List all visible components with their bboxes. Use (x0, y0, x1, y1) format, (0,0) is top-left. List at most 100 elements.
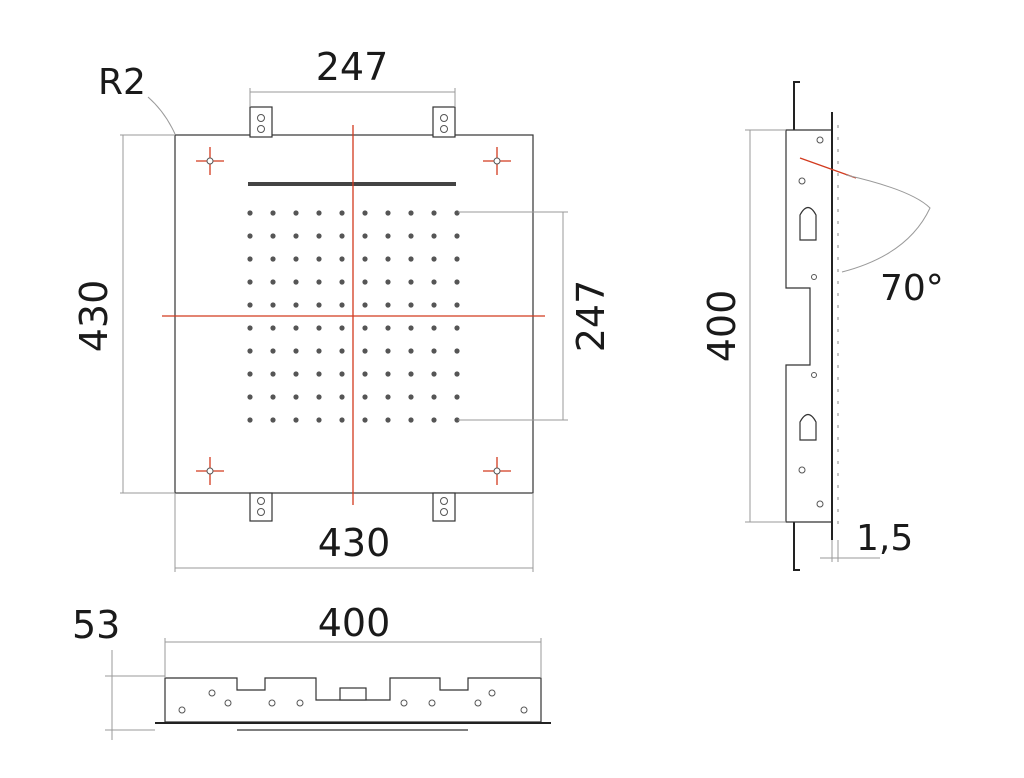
nozzle-dot (408, 417, 414, 423)
nozzle-dot (270, 302, 276, 308)
nozzle-dot (293, 371, 299, 377)
nozzle-dot (316, 302, 322, 308)
flange-bottom (793, 522, 800, 571)
nozzle-dot (316, 256, 322, 262)
nozzle-dot (293, 302, 299, 308)
thickness-label: 1,5 (856, 518, 913, 559)
nozzle-dot (431, 233, 437, 239)
nozzle-dot (385, 233, 391, 239)
nozzle-dot (316, 210, 322, 216)
nozzle-dot (385, 394, 391, 400)
nozzle-dot (408, 210, 414, 216)
nozzle-dot (454, 417, 460, 423)
nozzle-dot (408, 325, 414, 331)
nozzle-dot (454, 371, 460, 377)
nozzle-dot (408, 233, 414, 239)
nozzle-dot (339, 348, 345, 354)
nozzle-dot (362, 233, 368, 239)
slot-bottom (799, 413, 817, 441)
nozzle-dot (362, 210, 368, 216)
nozzle-dot (247, 256, 253, 262)
nozzle-dot (362, 256, 368, 262)
flange-top (793, 81, 800, 130)
nozzle-dot (339, 256, 345, 262)
nozzle-dot (362, 417, 368, 423)
nozzle-dot (316, 417, 322, 423)
nozzle-field-label: 247 (569, 280, 613, 353)
nozzle-dot (454, 210, 460, 216)
side-height-label: 400 (700, 290, 744, 363)
nozzle-dot (431, 417, 437, 423)
nozzle-dot (454, 325, 460, 331)
nozzle-dot (339, 394, 345, 400)
nozzle-dot (270, 210, 276, 216)
nozzle-dot (270, 394, 276, 400)
nozzle-dot (431, 394, 437, 400)
nozzle-dot (247, 233, 253, 239)
nozzle-dot (362, 325, 368, 331)
nozzle-dot (247, 302, 253, 308)
nozzle-dot (431, 256, 437, 262)
top-width-label: 247 (316, 45, 389, 89)
nozzle-dot (362, 279, 368, 285)
bottom-width-label: 430 (318, 521, 391, 565)
nozzle-dot (385, 348, 391, 354)
bottom-view: 400 53 (72, 601, 551, 740)
bottom-holes (178, 689, 528, 714)
bottom-hole (296, 699, 304, 707)
nozzle-dot (385, 371, 391, 377)
spray-bar (248, 182, 456, 186)
angle-arc (841, 174, 931, 273)
nozzle-dot (247, 371, 253, 377)
nozzle-dot (408, 256, 414, 262)
crosshair-top-right (483, 147, 511, 175)
angle-label: 70° (880, 268, 944, 309)
side-holes (798, 136, 824, 508)
nozzle-dot (408, 371, 414, 377)
nozzle-dot (431, 325, 437, 331)
nozzle-dot (339, 279, 345, 285)
nozzle-dot (385, 325, 391, 331)
nozzle-dot (454, 394, 460, 400)
nozzle-dot (385, 417, 391, 423)
nozzle-dot (270, 233, 276, 239)
nozzle-dot (431, 348, 437, 354)
nozzle-dot (293, 233, 299, 239)
nozzle-dot (362, 394, 368, 400)
nozzle-dot (247, 210, 253, 216)
nozzle-dot (270, 325, 276, 331)
nozzle-dot (454, 233, 460, 239)
nozzle-dot (316, 371, 322, 377)
bottom-hole (208, 689, 216, 697)
tab-bottom-left (249, 492, 273, 522)
crosshair-top-left (196, 147, 224, 175)
nozzle-dot (270, 417, 276, 423)
nozzle-dot (247, 325, 253, 331)
radius-label: R2 (98, 62, 146, 103)
corner-crosshairs (196, 147, 511, 485)
nozzle-dot (339, 210, 345, 216)
nozzle-dot (339, 371, 345, 377)
nozzle-dot (293, 256, 299, 262)
nozzle-dot (454, 256, 460, 262)
bottom-center-tab (339, 687, 367, 701)
bottom-hole (428, 699, 436, 707)
nozzle-dot (339, 325, 345, 331)
bottom-hole (400, 699, 408, 707)
bottom-hole (520, 706, 528, 714)
nozzle-dot (316, 394, 322, 400)
nozzle-dot (270, 279, 276, 285)
nozzle-dot (293, 394, 299, 400)
nozzle-dot (431, 279, 437, 285)
nozzle-dot (431, 371, 437, 377)
nozzle-dot (293, 325, 299, 331)
nozzle-dot (408, 302, 414, 308)
nozzle-dot (339, 302, 345, 308)
nozzle-dot (362, 302, 368, 308)
nozzle-dot (293, 348, 299, 354)
bottom-hole (268, 699, 276, 707)
nozzle-dot (339, 233, 345, 239)
nozzle-dot (247, 279, 253, 285)
front-view: R2 247 430 247 430 (72, 45, 613, 572)
nozzle-dot (339, 417, 345, 423)
